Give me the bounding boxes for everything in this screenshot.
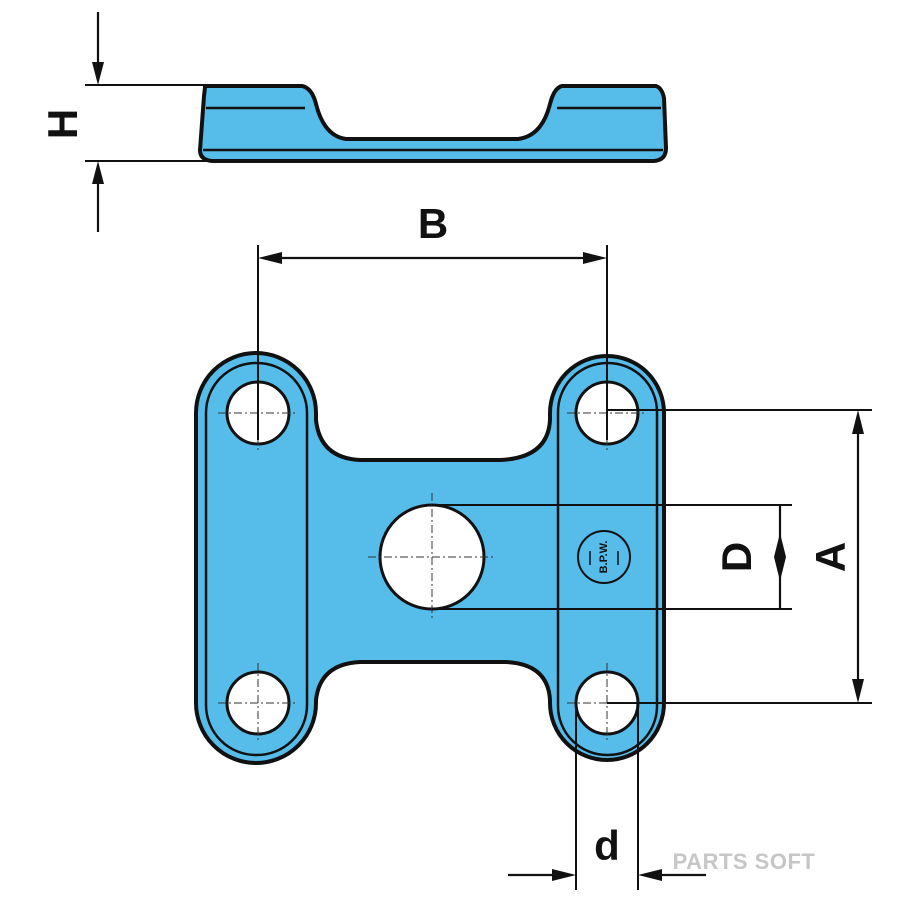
side-view: H (39, 12, 668, 232)
front-view: B.P.W. (194, 351, 666, 765)
dimension-d-small: d (508, 703, 706, 890)
dimension-d-large: D (432, 504, 792, 610)
dimension-label-d-large: D (713, 542, 760, 572)
dimension-label-h: H (39, 109, 86, 139)
dimension-label-d-small: d (594, 822, 620, 869)
logo-text: B.P.W. (598, 541, 610, 574)
bpw-logo: B.P.W. (577, 530, 631, 584)
dimension-b: B (257, 200, 608, 440)
dimension-h: H (39, 12, 215, 232)
dimension-a: A (607, 409, 872, 704)
dimension-label-b: B (418, 200, 448, 247)
watermark: PARTS SOFT (673, 849, 816, 874)
dimension-label-a: A (807, 542, 854, 572)
side-view-profile (198, 84, 668, 163)
left-rail (204, 361, 309, 757)
